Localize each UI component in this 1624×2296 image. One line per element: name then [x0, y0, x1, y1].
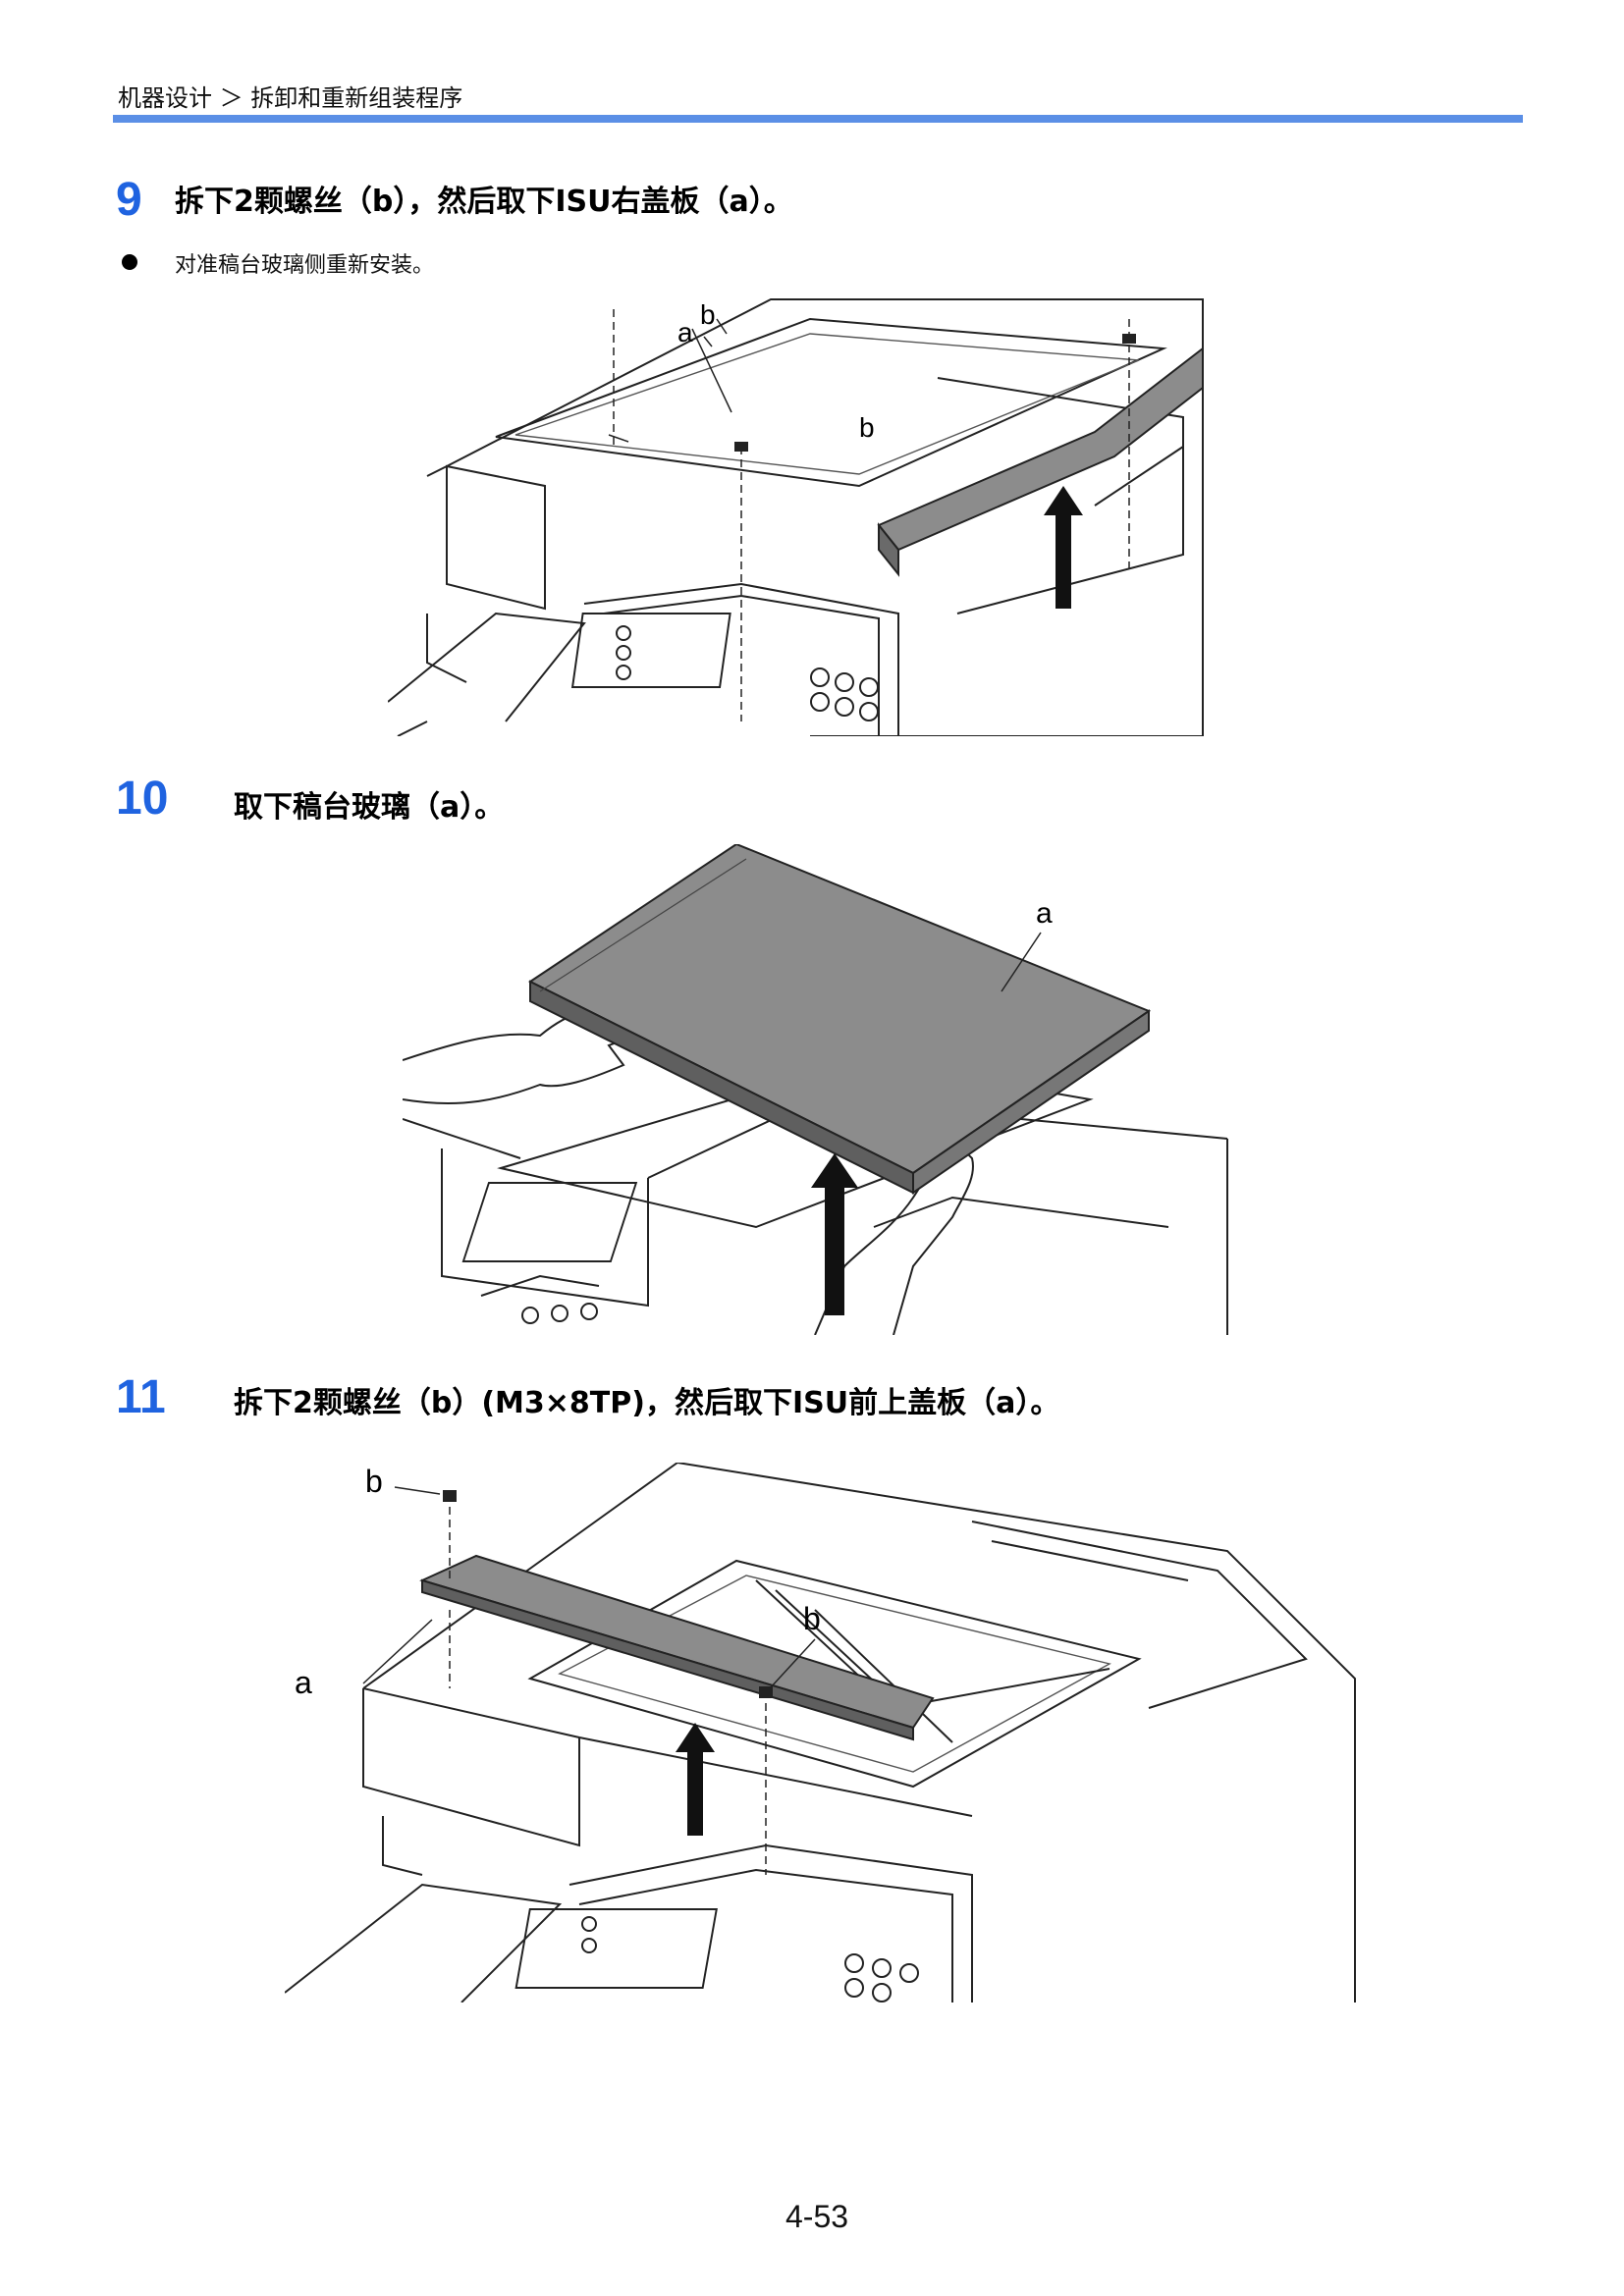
- step-10-number: 10: [116, 773, 169, 825]
- label-b-top: b: [700, 299, 716, 330]
- step-9-number: 9: [116, 174, 142, 226]
- step-9-instruction: 拆下2颗螺丝（b），然后取下ISU右盖板（a）。: [175, 185, 793, 219]
- label-a: a: [677, 317, 693, 347]
- label-a: a: [295, 1665, 312, 1700]
- label-a: a: [1036, 897, 1053, 930]
- step-10-instruction: 取下稿台玻璃（a）。: [234, 790, 505, 825]
- figure-step-11: b a b: [285, 1463, 1356, 2002]
- page-number: 4-53: [785, 2199, 849, 2234]
- figure-step-10: a: [403, 844, 1228, 1335]
- breadcrumb: 机器设计 ＞ 拆卸和重新组装程序: [118, 84, 463, 112]
- step-11-number: 11: [116, 1371, 166, 1423]
- bullet-icon: [122, 254, 137, 270]
- label-b-top: b: [365, 1464, 383, 1499]
- step-9-note: 对准稿台玻璃侧重新安装。: [175, 253, 435, 278]
- step-11-instruction: 拆下2颗螺丝（b）(M3×8TP)，然后取下ISU前上盖板（a）。: [234, 1386, 1060, 1420]
- label-b-center: b: [803, 1601, 821, 1636]
- label-b-left: b: [859, 412, 875, 443]
- header-rule: [113, 115, 1523, 123]
- figure-step-9: a b b: [388, 298, 1204, 736]
